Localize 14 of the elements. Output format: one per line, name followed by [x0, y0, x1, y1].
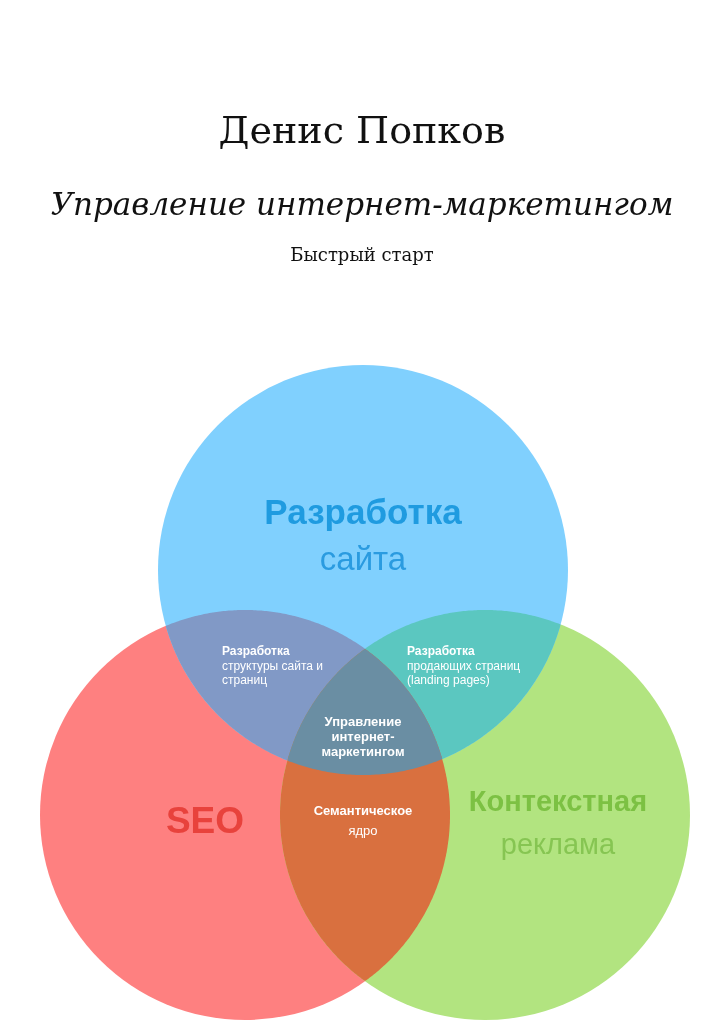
- subtitle: Быстрый старт: [290, 244, 434, 265]
- circle-title: Контекстная: [467, 785, 649, 819]
- region-text: структуры сайта и страниц: [222, 660, 324, 688]
- region-title: Разработка: [222, 645, 291, 659]
- circle-title: Разработка: [263, 492, 463, 533]
- region-text: ядро: [347, 824, 379, 839]
- circle-subtitle: сайта: [318, 540, 408, 578]
- region-title: Семантическое: [312, 804, 414, 819]
- book-title: Управление интернет-маркетингом: [50, 186, 674, 222]
- region-title: Управление интернет-маркетингом: [320, 715, 406, 760]
- region-title: Разработка: [407, 645, 476, 659]
- author-name: Денис Попков: [218, 108, 506, 152]
- region-text: продающих страниц (landing pages): [407, 660, 522, 688]
- circle-title: SEO: [164, 800, 246, 843]
